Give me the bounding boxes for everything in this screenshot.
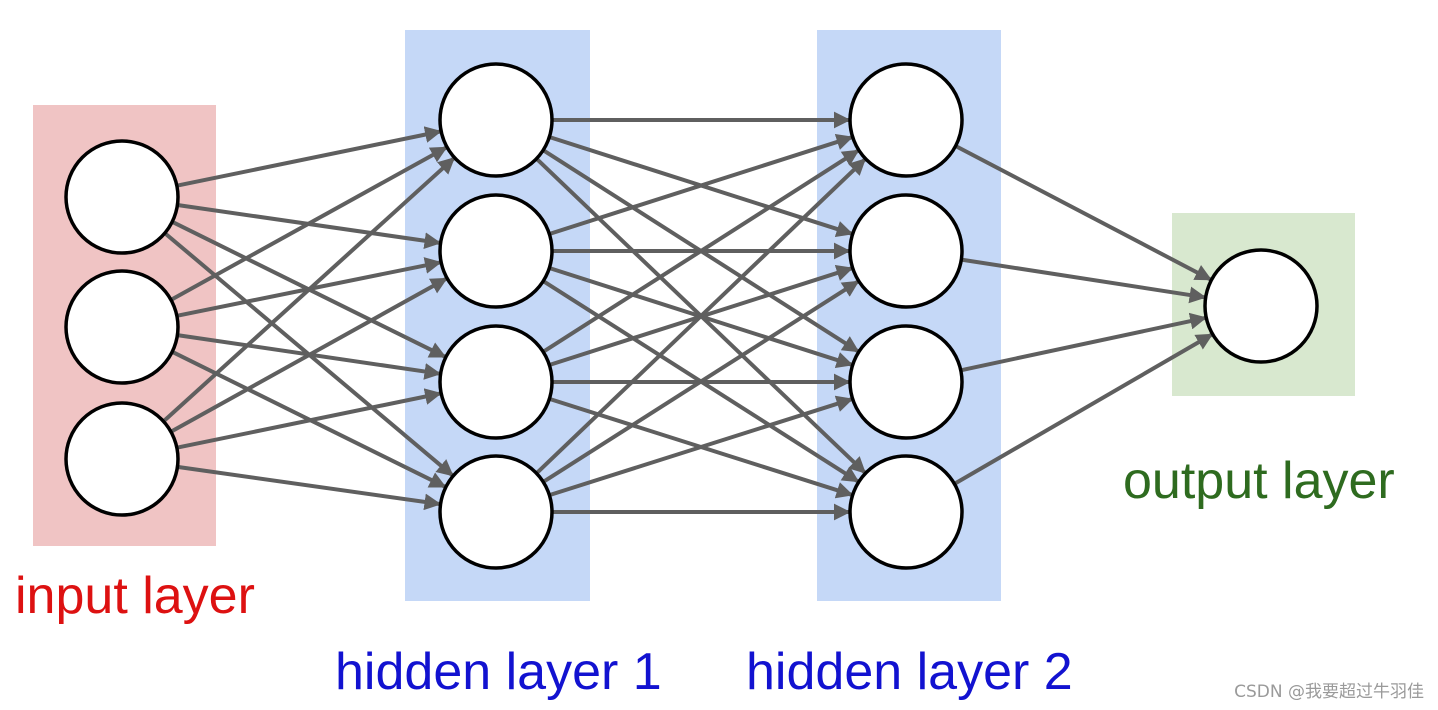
hidden-layer-2-label: hidden layer 2 <box>746 643 1073 701</box>
watermark: CSDN @我要超过牛羽佳 <box>1234 682 1424 702</box>
input-node-1 <box>64 139 180 255</box>
hidden2-node-1 <box>848 62 964 178</box>
input-node-2 <box>64 269 180 385</box>
edge-hidden1-4-to-hidden2-2 <box>542 279 860 484</box>
edge-input-2-to-hidden1-1 <box>170 145 448 302</box>
edge-input-3-to-hidden1-4 <box>177 464 442 511</box>
hidden2-node-3 <box>848 324 964 440</box>
edge-hidden1-2-to-hidden2-1 <box>548 133 854 236</box>
edge-input-3-to-hidden1-1 <box>162 156 456 423</box>
edge-hidden2-1-to-output-1 <box>954 144 1212 282</box>
output-layer-label: output layer <box>1123 452 1395 510</box>
hidden1-node-3 <box>438 324 554 440</box>
edge-input-3-to-hidden1-3 <box>176 388 442 450</box>
edge-hidden2-4-to-output-1 <box>953 332 1214 486</box>
edge-hidden1-4-to-hidden2-1 <box>535 157 867 475</box>
edge-hidden2-2-to-output-1 <box>960 257 1207 304</box>
edge-input-3-to-hidden1-2 <box>169 276 448 434</box>
edge-hidden2-3-to-output-1 <box>960 312 1207 373</box>
hidden1-node-4 <box>438 454 554 570</box>
hidden2-node-2 <box>848 193 964 309</box>
edge-hidden1-4-to-hidden2-3 <box>548 395 854 498</box>
edge-hidden1-3-to-hidden2-1 <box>542 149 860 354</box>
edge-input-1-to-hidden1-1 <box>176 126 442 188</box>
hidden1-node-1 <box>438 62 554 178</box>
hidden2-node-4 <box>848 454 964 570</box>
input-layer-label: input layer <box>15 567 255 625</box>
input-node-3 <box>64 401 180 517</box>
neurons <box>64 62 1319 570</box>
hidden-layer-1-label: hidden layer 1 <box>335 643 662 701</box>
hidden1-node-2 <box>438 193 554 309</box>
connections <box>162 111 1214 521</box>
output-node-1 <box>1203 248 1319 364</box>
